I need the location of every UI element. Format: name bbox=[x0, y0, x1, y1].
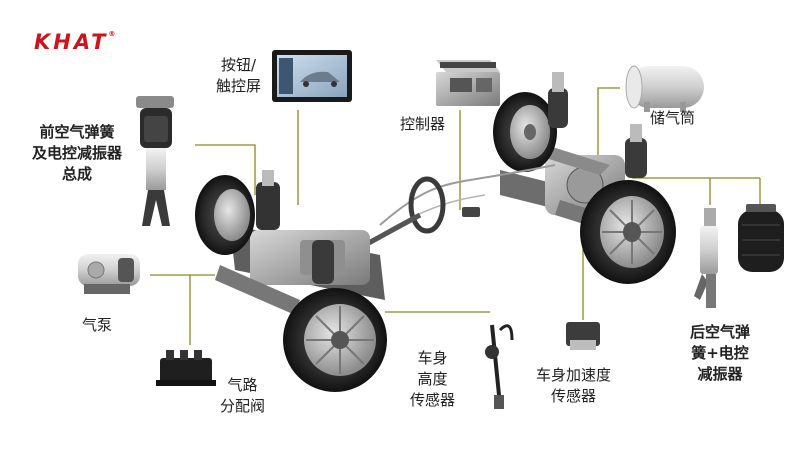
label-height-sensor: 车身 高度 传感器 bbox=[410, 349, 456, 409]
front-air-spring-image bbox=[136, 96, 174, 226]
rear-left-wheel bbox=[493, 92, 557, 172]
acceleration-sensor-image bbox=[566, 322, 600, 350]
label-front-air-spring: 前空气弹簧 及电控减振器 总成 bbox=[32, 123, 123, 183]
label-valve-block: 气路 分配阀 bbox=[220, 376, 266, 415]
label-buttons-touchscreen: 按钮/ 触控屏 bbox=[216, 56, 262, 95]
rear-air-spring-image bbox=[738, 204, 784, 272]
controller-image bbox=[436, 60, 500, 106]
front-right-wheel bbox=[283, 288, 387, 392]
reservoir-image bbox=[625, 65, 704, 112]
pipe-sensor bbox=[462, 207, 480, 217]
leader-front-spring bbox=[195, 144, 256, 195]
rear-right-wheel bbox=[580, 180, 676, 284]
rear-axle-assembly bbox=[493, 72, 676, 284]
touchscreen-image bbox=[272, 50, 352, 102]
height-sensor-image bbox=[485, 324, 514, 409]
air-pump-image bbox=[78, 254, 140, 294]
leader-lines bbox=[150, 87, 761, 345]
label-acceleration-sensor: 车身加速度 传感器 bbox=[536, 366, 612, 405]
label-rear-air-spring: 后空气弹 簧+电控 减振器 bbox=[690, 323, 751, 383]
label-controller: 控制器 bbox=[400, 115, 446, 133]
label-reservoir: 储气筒 bbox=[650, 109, 696, 127]
steering-assembly bbox=[363, 176, 446, 248]
leader-reservoir bbox=[597, 87, 620, 160]
khat-logo: KHAT® bbox=[34, 30, 116, 54]
front-axle-assembly bbox=[195, 170, 387, 392]
front-left-wheel bbox=[195, 175, 255, 255]
valve-block-image bbox=[156, 350, 216, 386]
rear-shock-image bbox=[694, 208, 718, 308]
label-air-pump: 气泵 bbox=[82, 316, 113, 334]
